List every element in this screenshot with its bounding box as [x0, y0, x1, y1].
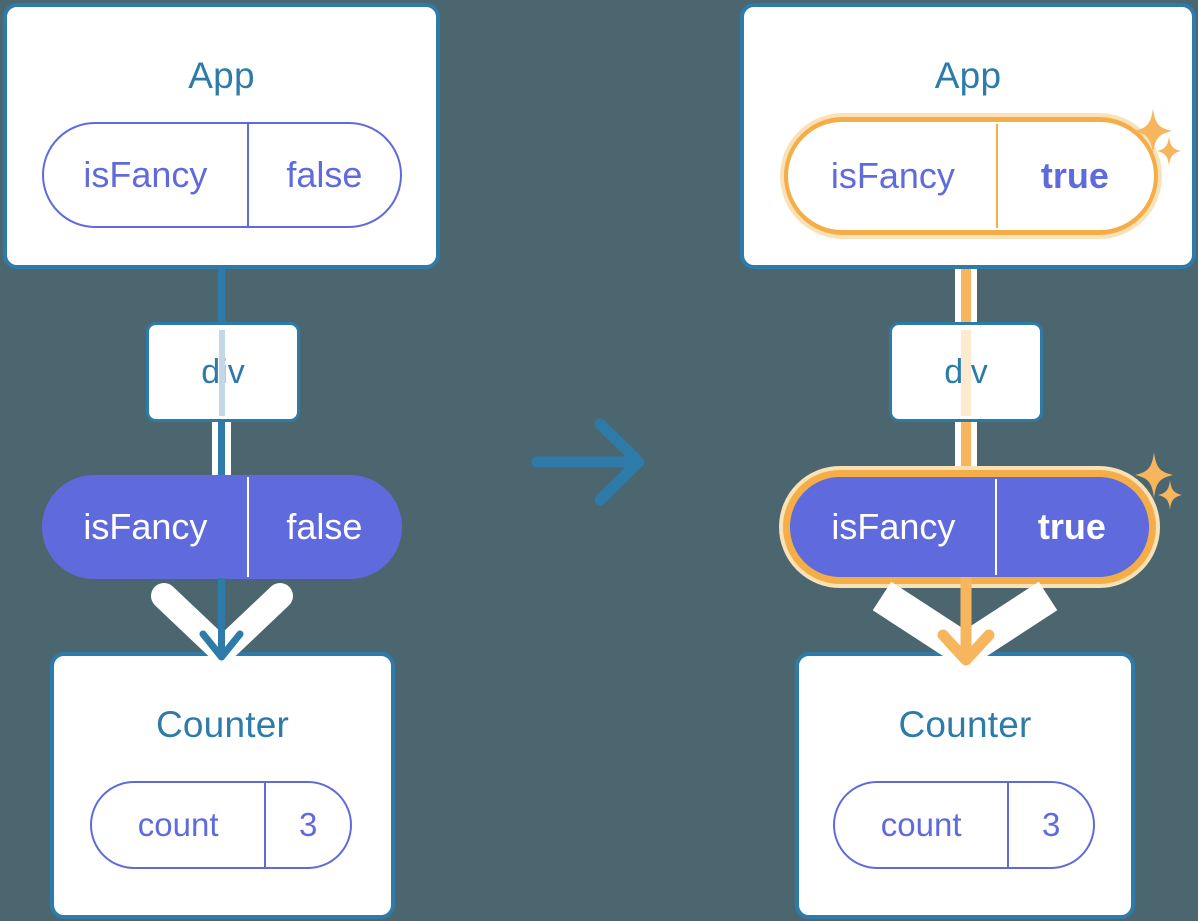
- counter-card-title-after: Counter: [898, 704, 1032, 745]
- app-state-value-before: false: [246, 124, 400, 226]
- prop-pill-value-after: true: [994, 479, 1147, 575]
- counter-state-key-after: count: [880, 806, 962, 843]
- connector-app-to-div-after: [961, 238, 971, 328]
- app-state-key-before: isFancy: [83, 154, 208, 195]
- counter-state-key-before: count: [137, 806, 219, 843]
- app-state-value-after: true: [995, 124, 1152, 228]
- counter-state-value-before: 3: [264, 783, 350, 867]
- sparkle-small-icon-2: [1158, 480, 1182, 510]
- arrow-right-icon: [531, 418, 645, 506]
- connector-through-div-before: [219, 330, 225, 416]
- connector-div-to-pill-before: [218, 418, 225, 482]
- counter-state-value-after: 3: [1007, 783, 1093, 867]
- app-state-pill-after[interactable]: isFancy true: [788, 122, 1154, 230]
- prop-pill-after[interactable]: isFancy true: [790, 477, 1149, 577]
- prop-pill-value-before: false: [246, 477, 400, 577]
- prop-pill-key-after: isFancy: [831, 506, 956, 547]
- counter-state-pill-before[interactable]: count 3: [90, 781, 352, 869]
- sparkle-large-icon-2: [1135, 452, 1173, 498]
- sparkle-small-icon: [1157, 136, 1181, 166]
- connector-app-to-div-before: [218, 268, 225, 326]
- app-state-key-after: isFancy: [830, 155, 955, 196]
- prop-pill-before[interactable]: isFancy false: [42, 475, 402, 579]
- sparkle-large-icon: [1134, 108, 1172, 154]
- counter-state-pill-after[interactable]: count 3: [833, 781, 1095, 869]
- counter-card-title-before: Counter: [155, 704, 290, 745]
- app-card-title-before: App: [188, 55, 255, 96]
- prop-flow-arrow-after: [937, 577, 995, 666]
- connector-through-div-after: [961, 330, 971, 416]
- prop-flow-arrow-before: [199, 578, 244, 661]
- app-card-title-after: App: [934, 55, 1002, 96]
- app-state-pill-before[interactable]: isFancy false: [42, 122, 402, 228]
- connector-div-to-pill-after: [961, 418, 971, 482]
- prop-pill-key-before: isFancy: [83, 506, 208, 547]
